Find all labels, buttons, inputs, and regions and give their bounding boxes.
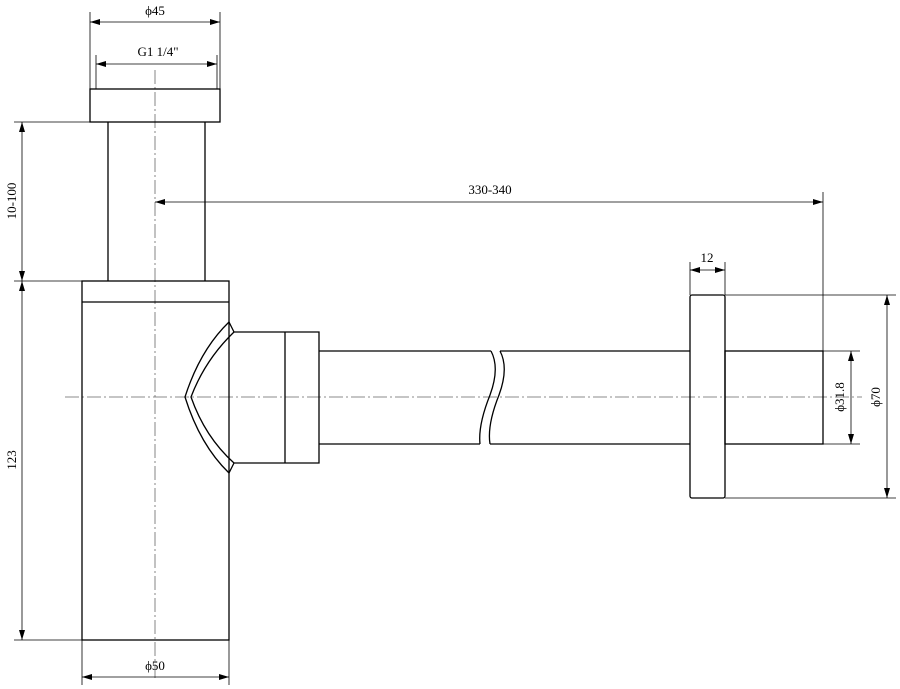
svg-text:10-100: 10-100: [4, 183, 19, 220]
svg-text:12: 12: [701, 250, 714, 265]
outlet-connection: [184, 321, 320, 474]
dim-nut-diameter: ϕ45: [89, 3, 221, 89]
svg-text:G1 1/4": G1 1/4": [137, 44, 178, 59]
dim-body-height: 123: [4, 281, 82, 641]
dim-flange-diameter: ϕ70: [725, 294, 896, 499]
top-nut: [89, 88, 221, 123]
outlet-pipe: [319, 350, 690, 445]
dim-body-diameter: ϕ50: [81, 640, 230, 685]
dim-wall-distance: 330-340: [155, 182, 824, 351]
dim-flange-thickness: 12: [689, 250, 726, 295]
svg-text:ϕ31.8: ϕ31.8: [832, 382, 847, 412]
dim-pipe-diameter: ϕ31.8: [823, 350, 860, 445]
svg-text:ϕ70: ϕ70: [868, 387, 883, 407]
trap-body: [81, 280, 230, 641]
pipe-end: [724, 350, 824, 445]
svg-text:123: 123: [4, 450, 19, 470]
svg-text:ϕ45: ϕ45: [145, 3, 165, 18]
dim-thread: G1 1/4": [95, 44, 218, 89]
svg-text:330-340: 330-340: [468, 182, 511, 197]
dim-height-adjust: 10-100: [4, 121, 90, 282]
tailpiece-tube: [107, 122, 206, 281]
wall-flange: [689, 294, 726, 499]
svg-text:ϕ50: ϕ50: [145, 658, 165, 673]
